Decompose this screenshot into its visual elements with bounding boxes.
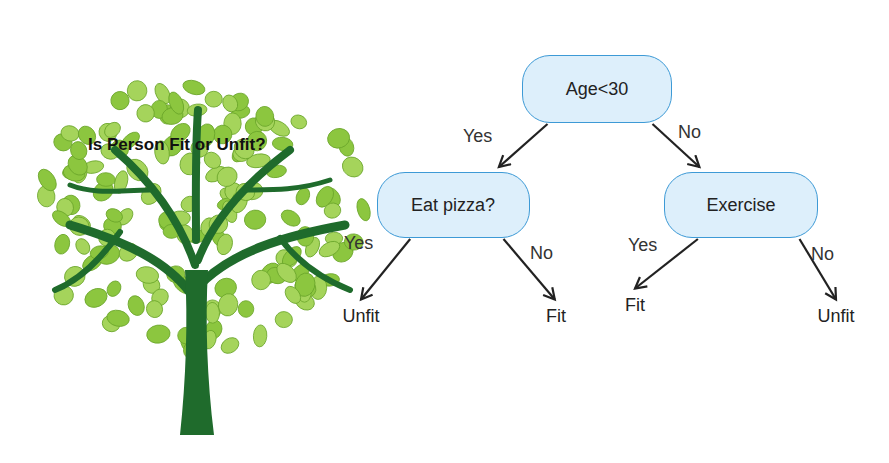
tree-leaf	[135, 265, 160, 285]
branch-arrow	[504, 239, 555, 300]
tree-leaf	[289, 113, 309, 131]
tree-leaf	[205, 302, 220, 323]
tree-leaf	[125, 293, 147, 317]
tree-leaf	[59, 124, 81, 144]
tree-leaf	[53, 233, 72, 256]
edge-label: Yes	[463, 126, 492, 147]
node-text: Eat pizza?	[411, 195, 495, 216]
tree-leaf	[325, 126, 352, 151]
tree-leaf	[108, 88, 133, 113]
tree-leaf	[105, 308, 131, 328]
tree-leaf	[218, 334, 241, 356]
tree-leaf	[126, 80, 148, 102]
branch-arrow	[800, 239, 837, 300]
tree-leaf	[73, 236, 93, 257]
tree-leaf	[255, 105, 275, 127]
tree-leaf	[96, 172, 115, 186]
leaf-label: Fit	[544, 305, 568, 328]
leaf-label: Fit	[623, 294, 647, 317]
tree-leaf	[144, 298, 165, 319]
node-text: Age<30	[566, 79, 629, 100]
leaf-text: Unfit	[817, 306, 854, 327]
tree-leaf	[275, 311, 293, 328]
diagram-title: Is Person Fit or Unfit?	[88, 135, 266, 155]
tree-leaf	[82, 285, 110, 311]
tree-leaf	[355, 197, 373, 222]
tree-leaf	[166, 90, 187, 117]
edge-label: No	[678, 122, 701, 143]
tree-leaf	[104, 206, 125, 225]
edge-label: No	[530, 243, 553, 264]
tree-leaf	[220, 92, 241, 114]
edge-label: Yes	[344, 233, 373, 254]
tree-leaf	[317, 238, 343, 260]
tree-leaf	[238, 300, 255, 318]
node-text: Exercise	[706, 195, 775, 216]
tree-leaf	[35, 166, 60, 194]
tree-leaf	[282, 283, 304, 306]
tree-leaf	[243, 209, 267, 231]
tree-leaf	[104, 278, 123, 298]
tree-leaf	[215, 232, 235, 256]
leaf-text: Fit	[625, 295, 645, 316]
tree-leaf	[145, 323, 171, 344]
decision-box: Eat pizza?	[377, 172, 530, 238]
tree-leaf	[135, 103, 156, 124]
leaf-text: Unfit	[342, 306, 379, 327]
tree-leaf	[68, 139, 90, 162]
tree-leaf	[213, 163, 241, 190]
tree-leaf	[251, 270, 271, 291]
leaf-label: Unfit	[340, 305, 382, 328]
tree-leaf	[205, 91, 223, 108]
tree-leaf	[338, 153, 367, 181]
tree-leaf	[181, 78, 207, 97]
tree-leaf	[323, 201, 343, 220]
tree-leaf	[278, 207, 303, 230]
decision-box: Age<30	[522, 55, 672, 123]
tree-trunk	[180, 270, 214, 435]
leaf-label: Unfit	[815, 305, 857, 328]
tree-leaf	[216, 292, 239, 318]
edge-label: No	[811, 244, 834, 265]
tree-leaf	[253, 324, 268, 347]
decision-box: Exercise	[664, 172, 818, 238]
leaf-text: Fit	[546, 306, 566, 327]
edge-label: Yes	[628, 235, 657, 256]
branch-arrow	[499, 124, 548, 167]
